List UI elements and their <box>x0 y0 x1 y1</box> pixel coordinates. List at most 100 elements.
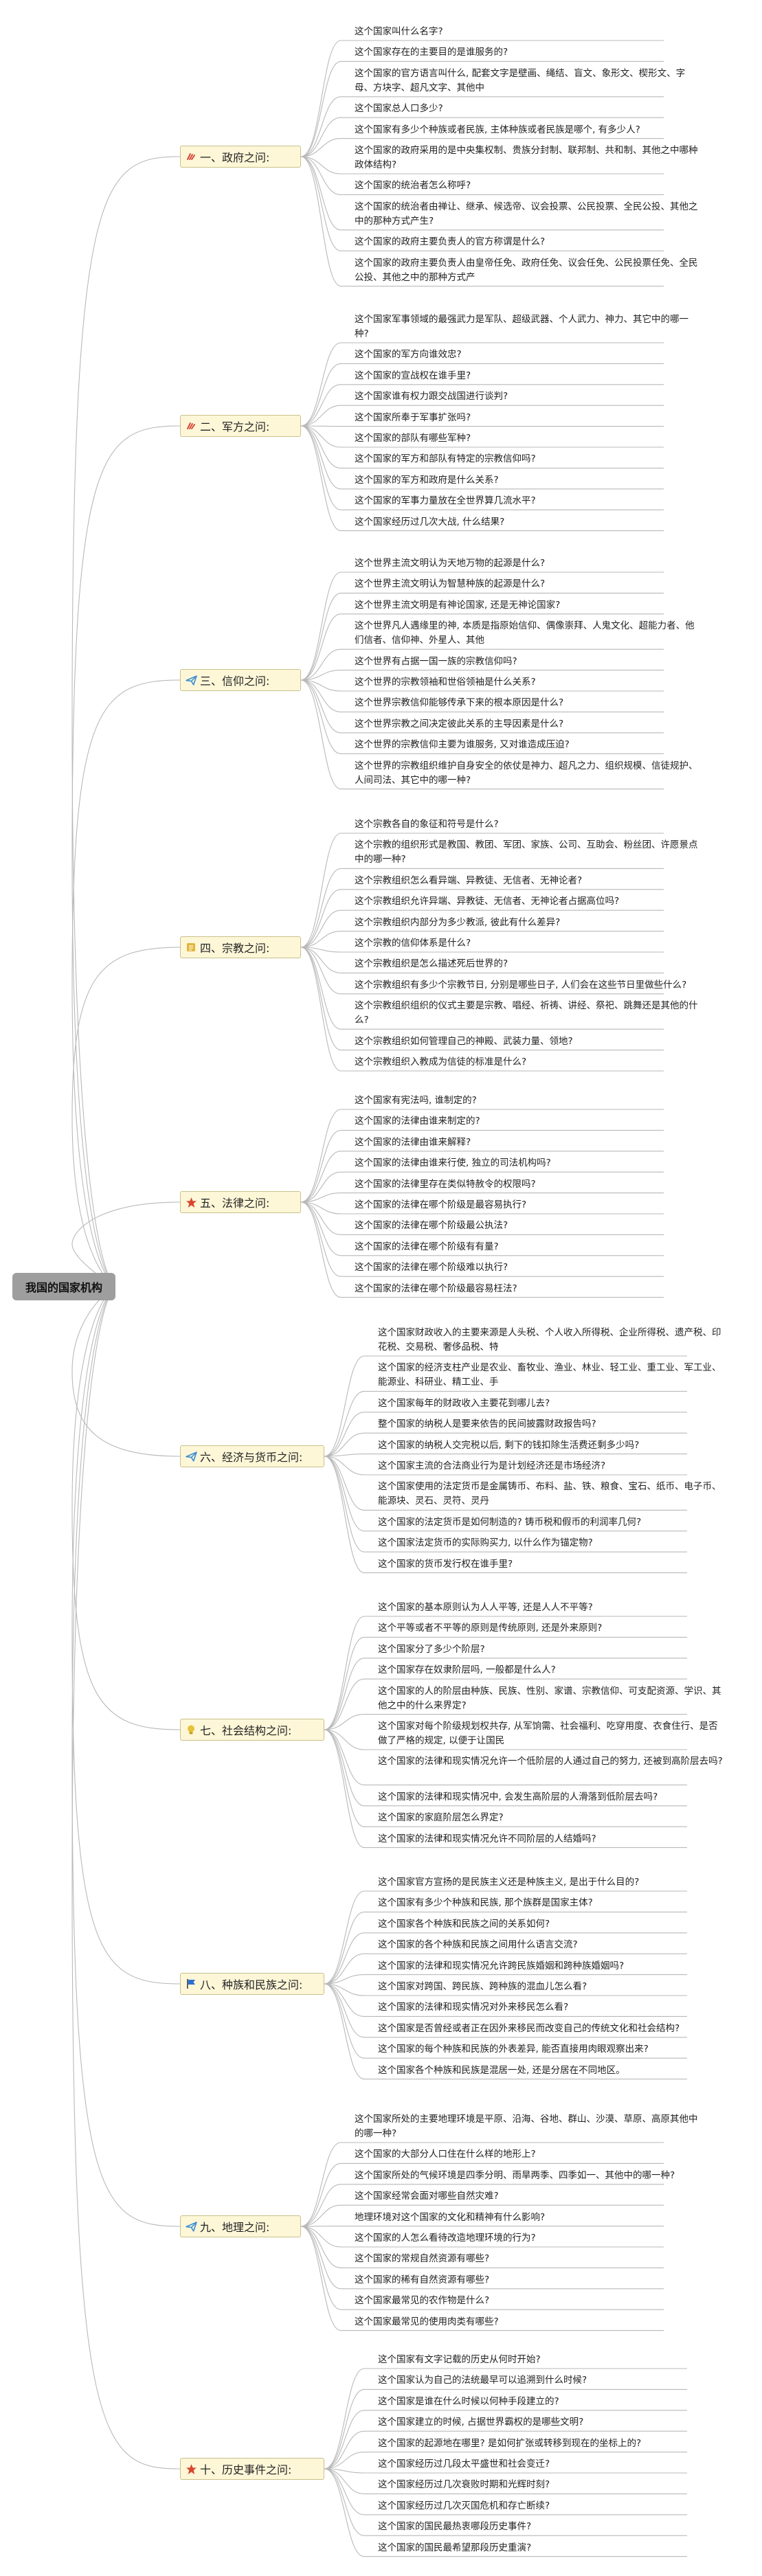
leaf-question[interactable]: 这个宗教组织允许异端、异教徒、无信者、无神论者占据高位吗? <box>355 896 620 907</box>
leaf-question[interactable]: 这个国家经常会面对哪些自然灾难? <box>355 2191 499 2202</box>
branch-node[interactable]: 六、经济与货币之问: <box>180 1445 324 1467</box>
branch-node[interactable]: 十、历史事件之问: <box>180 2458 324 2480</box>
leaf-question[interactable]: 这个国家的统治者怎么称呼? <box>355 180 471 192</box>
leaf-question[interactable]: 这个国家各个种族和民族之间的关系如何? <box>378 1918 550 1930</box>
leaf-question[interactable]: 这个宗教组织怎么看异端、异教徒、无信者、无神论者? <box>355 874 583 886</box>
leaf-question[interactable]: 这个国家谁有权力跟交战国进行谈判? <box>355 391 508 403</box>
branch-node[interactable]: 二、军方之问: <box>180 415 301 437</box>
leaf-question[interactable]: 这个国家的法律在哪个阶级最公执法? <box>355 1220 508 1232</box>
leaf-question[interactable]: 这个国家的统治者由禅让、继承、候选帝、议会投票、公民投票、全民公投、其他之中的那… <box>355 201 698 227</box>
leaf-question[interactable]: 这个宗教组织入教成为信徒的标准是什么? <box>355 1057 527 1067</box>
leaf-question[interactable]: 这个国家的法律和现实情况允许不同阶层的人结婚吗? <box>378 1833 596 1844</box>
leaf-question[interactable]: 这个宗教组织组织的仪式主要是宗教、唱经、祈祷、讲经、祭祀、跳舞还是其他的什么? <box>355 1000 698 1026</box>
leaf-question[interactable]: 这个国家法定货币的实际购买力, 以什么作为锚定物? <box>378 1537 593 1549</box>
leaf-question[interactable]: 这个世界主流文明认为天地万物的起源是什么? <box>355 558 546 569</box>
leaf-question[interactable]: 这个国家经历过几次灭国危机和存亡断续? <box>378 2500 550 2511</box>
leaf-question[interactable]: 这个宗教的信仰体系是什么? <box>355 938 471 949</box>
leaf-question[interactable]: 这个宗教组织如何管理自己的神殿、武装力量、领地? <box>355 1035 573 1047</box>
leaf-question[interactable]: 这个国家财政收入的主要来源是人头税、个人收入所得税、企业所得税、遗产税、印花税、… <box>378 1327 721 1353</box>
leaf-question[interactable]: 这个世界的宗教领袖和世俗领袖是什么关系? <box>355 677 536 688</box>
leaf-question[interactable]: 这个国家的起源地在哪里? 是如何扩张或转移到现在的坐标上的? <box>378 2437 642 2449</box>
leaf-question[interactable]: 这个宗教各自的象征和符号是什么? <box>355 819 499 830</box>
leaf-question[interactable]: 这个世界有占据一国一族的宗教信仰吗? <box>355 655 517 667</box>
leaf-question[interactable]: 地理环境对这个国家的文化和精神有什么影响? <box>355 2211 546 2223</box>
leaf-question[interactable]: 这个国家的货币发行权在谁手里? <box>378 1558 513 1570</box>
leaf-question[interactable]: 这个国家的基本原则认为人人平等, 还是人人不平等? <box>378 1602 593 1613</box>
leaf-question[interactable]: 这个国家的法律在哪个阶级最容易枉法? <box>355 1283 517 1294</box>
leaf-question[interactable]: 这个国家的经济支柱产业是农业、畜牧业、渔业、林业、轻工业、重工业、军工业、能源业… <box>378 1362 721 1388</box>
leaf-question[interactable]: 这个国家的法律由谁来解释? <box>355 1136 471 1148</box>
leaf-question[interactable]: 这个宗教的组织形式是教国、教团、军团、家族、公司、互助会、粉丝团、许愿景点中的哪… <box>355 839 698 866</box>
leaf-question[interactable]: 这个国家最常见的农作物是什么? <box>355 2295 490 2307</box>
leaf-question[interactable]: 这个国家是谁在什么时候以何种手段建立的? <box>378 2395 559 2407</box>
leaf-question[interactable]: 这个国家的纳税人交完税以后, 剩下的钱扣除生活费还剩多少吗? <box>378 1439 640 1451</box>
leaf-question[interactable]: 这个世界宗教之间决定彼此关系的主导因素是什么? <box>355 718 564 730</box>
leaf-question[interactable]: 这个宗教组织是怎么描述死后世界的? <box>355 958 508 970</box>
leaf-question[interactable]: 这个国家的国民最热衷哪段历史事件? <box>378 2521 532 2533</box>
leaf-question[interactable]: 这个国家的政府主要负责人由皇帝任免、政府任免、议会任免、公民投票任免、全民公投、… <box>355 257 698 283</box>
leaf-question[interactable]: 这个国家建立的时候, 占据世界霸权的是哪些文明? <box>378 2417 584 2428</box>
leaf-question[interactable]: 这个国家经历过几次衰败时期和光辉时刻? <box>378 2479 550 2491</box>
leaf-question[interactable]: 这个世界主流文明是有神论国家, 还是无神论国家? <box>355 599 561 611</box>
leaf-question[interactable]: 这个平等或者不平等的原则是传统原则, 还是外来原则? <box>378 1623 603 1634</box>
leaf-question[interactable]: 这个国家的政府主要负责人的官方称谓是什么? <box>355 236 546 248</box>
leaf-question[interactable]: 这个世界宗教信仰能够传承下来的根本原因是什么? <box>355 697 564 709</box>
leaf-question[interactable]: 这个国家总人口多少? <box>355 103 443 115</box>
leaf-question[interactable]: 这个国家的法律和现实情况对外来移民怎么看? <box>378 2002 569 2013</box>
leaf-question[interactable]: 这个国家的军事力量放在全世界算几流水平? <box>355 495 536 507</box>
leaf-question[interactable]: 这个国家有文字记载的历史从何时开始? <box>378 2354 541 2365</box>
leaf-question[interactable]: 这个国家的法律和现实情况允许一个低阶层的人通过自己的努力, 还被到高阶层去吗? <box>378 1756 723 1767</box>
leaf-question[interactable]: 这个国家的法律由谁来行使, 独立的司法机构吗? <box>355 1157 551 1169</box>
leaf-question[interactable]: 这个国家的法律在哪个阶级难以执行? <box>355 1262 508 1274</box>
leaf-question[interactable]: 这个国家经历过几段太平盛世和社会变迁? <box>378 2459 550 2470</box>
leaf-question[interactable]: 这个国家所处的主要地理环境是平原、沿海、谷地、群山、沙漠、草原、高原其他中的哪一… <box>355 2114 698 2139</box>
leaf-question[interactable]: 这个国家的各个种族和民族之间用什么语言交流? <box>378 1939 578 1951</box>
leaf-question[interactable]: 这个国家各个种族和民族是混居一处, 还是分居在不同地区。 <box>378 2064 625 2076</box>
leaf-question[interactable]: 这个国家所处的气候环境是四季分明、雨旱两季、四季如一、其他中的哪一种? <box>355 2169 675 2181</box>
root-node[interactable]: 我国的国家机构 <box>12 1273 115 1300</box>
leaf-question[interactable]: 整个国家的纳税人是要来依告的民间披露财政报告吗? <box>378 1419 596 1430</box>
leaf-question[interactable]: 这个国家军事领域的最强武力是军队、超级武器、个人武力、神力、其它中的哪一种? <box>355 314 688 339</box>
leaf-question[interactable]: 这个国家是否曾经或者正在因外来移民而改变自己的传统文化和社会结构? <box>378 2022 680 2034</box>
leaf-question[interactable]: 这个国家的军方和部队有特定的宗教信仰吗? <box>355 453 536 465</box>
branch-node[interactable]: 五、法律之问: <box>180 1191 301 1213</box>
leaf-question[interactable]: 这个国家的人怎么看待改造地理环境的行为? <box>355 2233 536 2244</box>
leaf-question[interactable]: 这个国家认为自己的法统最早可以追溯到什么时候? <box>378 2375 587 2386</box>
branch-node[interactable]: 九、地理之问: <box>180 2215 301 2237</box>
leaf-question[interactable]: 这个国家叫什么名字? <box>355 26 443 37</box>
leaf-question[interactable]: 这个国家官方宣扬的是民族主义还是种族主义, 是出于什么目的? <box>378 1877 640 1888</box>
branch-node[interactable]: 四、宗教之问: <box>180 936 301 958</box>
leaf-question[interactable]: 这个国家有多少个种族或者民族, 主体种族或者民族是哪个, 有多少人? <box>355 124 640 135</box>
leaf-question[interactable]: 这个国家主流的合法商业行为是计划经济还是市场经济? <box>378 1460 606 1471</box>
leaf-question[interactable]: 这个国家分了多少个阶层? <box>378 1643 485 1655</box>
leaf-question[interactable]: 这个世界的宗教信仰主要为谁服务, 又对谁造成压迫? <box>355 739 570 751</box>
leaf-question[interactable]: 这个宗教组织内部分为多少教派, 彼此有什么差异? <box>355 916 561 928</box>
leaf-question[interactable]: 这个国家的法律和现实情况中, 会发生高阶层的人滑落到低阶层去吗? <box>378 1791 658 1803</box>
leaf-question[interactable]: 这个国家的军方向谁效忠? <box>355 349 462 361</box>
leaf-question[interactable]: 这个宗教组织有多少个宗教节日, 分别是哪些日子, 人们会在这些节日里做些什么? <box>355 979 687 991</box>
leaf-question[interactable]: 这个国家的大部分人口住在什么样的地形上? <box>355 2149 536 2160</box>
leaf-question[interactable]: 这个国家的法律和现实情况允许跨民族婚姻和跨种族婚姻吗? <box>378 1960 625 1971</box>
leaf-question[interactable]: 这个世界凡人遇缘里的神, 本质是指原始信仰、偶像崇拜、人鬼文化、超能力者、他们信… <box>355 620 695 646</box>
branch-node[interactable]: 七、社会结构之问: <box>180 1719 324 1741</box>
leaf-question[interactable]: 这个国家使用的法定货币是金属铸币、布料、盐、铁、粮食、宝石、纸币、电子币、能源块… <box>378 1481 721 1507</box>
leaf-question[interactable]: 这个世界主流文明认为智慧种族的起源是什么? <box>355 578 546 590</box>
leaf-question[interactable]: 这个国家存在的主要目的是谁服务的? <box>355 47 508 58</box>
leaf-question[interactable]: 这个国家的部队有哪些军种? <box>355 433 471 444</box>
branch-node[interactable]: 三、信仰之问: <box>180 669 301 691</box>
leaf-question[interactable]: 这个国家有多少个种族和民族, 那个族群是国家主体? <box>378 1897 593 1909</box>
leaf-question[interactable]: 这个国家的法定货币是如何制造的? 铸币税和假币的利润率几何? <box>378 1516 642 1528</box>
leaf-question[interactable]: 这个国家的宣战权在谁手里? <box>355 370 471 381</box>
leaf-question[interactable]: 这个国家的军方和政府是什么关系? <box>355 474 499 486</box>
leaf-question[interactable]: 这个国家有宪法吗, 谁制定的? <box>355 1095 477 1106</box>
leaf-question[interactable]: 这个国家对跨国、跨民族、跨种族的混血儿怎么看? <box>378 1981 587 1992</box>
leaf-question[interactable]: 这个国家的常规自然资源有哪些? <box>355 2253 490 2265</box>
leaf-question[interactable]: 这个国家的人的阶层由种族、民族、性别、家谱、宗教信仰、可支配资源、学识、其他之中… <box>378 1685 721 1711</box>
leaf-question[interactable]: 这个国家的法律在哪个阶级是最容易执行? <box>355 1199 527 1210</box>
leaf-question[interactable]: 这个国家对每个阶级规划权共存, 从军饷需、社会福利、吃穿用度、衣食住行、是否做了… <box>378 1721 718 1746</box>
leaf-question[interactable]: 这个国家的法律在哪个阶级有有量? <box>355 1241 499 1252</box>
leaf-question[interactable]: 这个国家最常见的使用肉类有哪些? <box>355 2316 499 2327</box>
leaf-question[interactable]: 这个国家的法律由谁来制定的? <box>355 1116 480 1127</box>
leaf-question[interactable]: 这个世界的宗教组织维护自身安全的依仗是神力、超凡之力、组织规模、信徒规护、人间司… <box>355 760 698 786</box>
leaf-question[interactable]: 这个国家存在奴隶阶层吗, 一般都是什么人? <box>378 1664 556 1676</box>
